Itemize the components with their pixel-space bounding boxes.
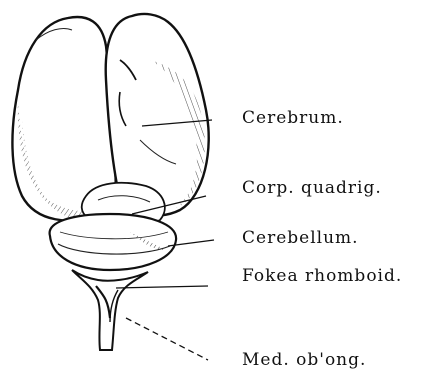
label-corp-quadrig: Corp. quadrig. bbox=[242, 178, 382, 198]
medulla-oblongata bbox=[72, 270, 148, 350]
label-cerebellum: Cerebellum. bbox=[242, 228, 359, 248]
label-cerebrum: Cerebrum. bbox=[242, 108, 344, 128]
cerebellum bbox=[50, 214, 177, 270]
label-fossa-rhomboid: Fokea rhomboid. bbox=[242, 266, 402, 286]
label-med-oblong: Med. ob'ong. bbox=[242, 350, 366, 370]
